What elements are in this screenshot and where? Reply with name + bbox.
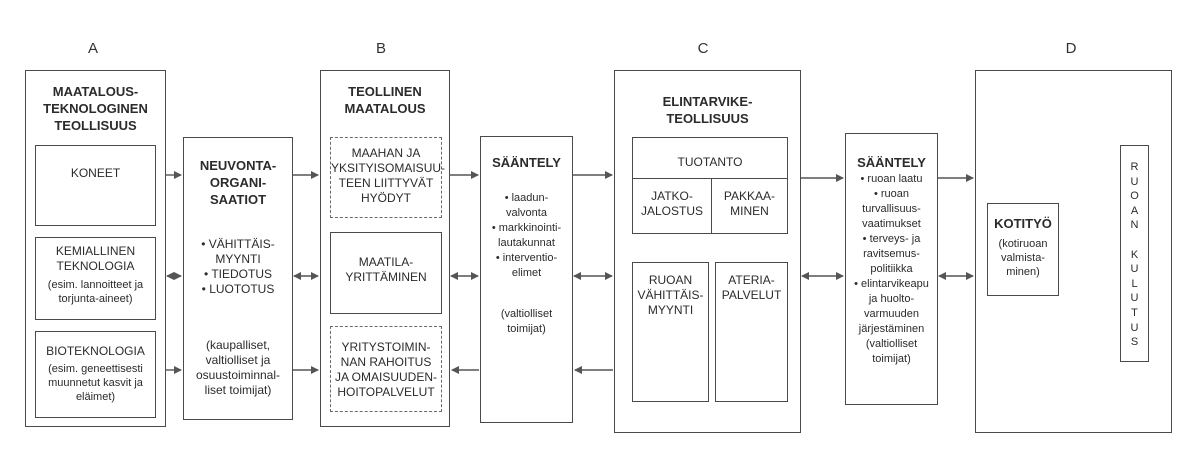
- pakkaaminen-box: PAKKAA- MINEN: [711, 178, 788, 234]
- neuvonta-note: (kaupalliset, valtiolliset ja osuustoimi…: [195, 338, 281, 397]
- column-label-b: B: [375, 40, 386, 57]
- jatkojalostus-label: JATKO- JALOSTUS: [640, 189, 703, 218]
- saantely-2-title: SÄÄNTELY: [857, 155, 926, 170]
- kotityo-box: KOTITYÖ (kotiruoan valmista- minen): [987, 203, 1059, 296]
- vahittaismyynti-label: RUOAN VÄHITTÄIS- MYYNTI: [637, 273, 704, 317]
- neuvonta-box: NEUVONTA- ORGANI- SAATIOT • VÄHITTÄIS- M…: [183, 137, 293, 420]
- column-label-c: C: [697, 40, 709, 57]
- tuotanto-label: TUOTANTO: [677, 155, 743, 169]
- saantely-2-items: • ruoan laatu • ruoan turvallisuus- vaat…: [854, 173, 929, 365]
- column-label-d: D: [1065, 40, 1077, 57]
- neuvonta-items: • VÄHITTÄIS- MYYNTI • TIEDOTUS • LUOTOTU…: [201, 237, 275, 296]
- kotityo-title: KOTITYÖ: [994, 216, 1052, 231]
- neuvonta-title: NEUVONTA- ORGANI- SAATIOT: [199, 158, 277, 207]
- maatila-label: MAATILA- YRITTÄMINEN: [345, 255, 427, 284]
- maahan-box: MAAHAN JA YKSITYISOMAISUU- TEEN LIITTYVÄ…: [330, 137, 446, 218]
- ateriapalvelut-box: ATERIA- PALVELUT: [715, 262, 788, 402]
- saantely-1-items: • laadun- valvonta • markkinointi- lauta…: [491, 192, 562, 279]
- koneet-box: KONEET: [35, 145, 156, 226]
- kemiallinen-teknologia-note: (esim. lannoitteet ja torjunta-aineet): [47, 279, 144, 305]
- maahan-label: MAAHAN JA YKSITYISOMAISUU- TEEN LIITTYVÄ…: [331, 146, 446, 205]
- vahittaismyynti-box: RUOAN VÄHITTÄIS- MYYNTI: [632, 262, 709, 402]
- kulutus-label: R U O A N K U L U T U S: [1130, 161, 1139, 349]
- jatkojalostus-box: JATKO- JALOSTUS: [632, 178, 712, 234]
- bioteknologia-box: BIOTEKNOLOGIA (esim. geneettisesti muunn…: [35, 331, 156, 418]
- bioteknologia-note: (esim. geneettisesti muunnetut kasvit ja…: [48, 363, 143, 403]
- ateriapalvelut-label: ATERIA- PALVELUT: [721, 273, 782, 302]
- kemiallinen-teknologia-label: KEMIALLINEN TEKNOLOGIA: [55, 244, 136, 273]
- yritys-box: YRITYSTOIMIN- NAN RAHOITUS JA OMAISUUDEN…: [330, 326, 442, 412]
- column-c-title: ELINTARVIKE- TEOLLISUUS: [662, 94, 753, 126]
- maatila-box: MAATILA- YRITTÄMINEN: [330, 232, 442, 314]
- saantely-1-title: SÄÄNTELY: [492, 155, 561, 170]
- saantely-2-box: SÄÄNTELY • ruoan laatu • ruoan turvallis…: [845, 133, 938, 405]
- yritys-label: YRITYSTOIMIN- NAN RAHOITUS JA OMAISUUDEN…: [334, 340, 437, 399]
- saantely-1-box: SÄÄNTELY • laadun- valvonta • markkinoin…: [480, 136, 573, 423]
- kemiallinen-teknologia-box: KEMIALLINEN TEKNOLOGIA (esim. lannoittee…: [35, 237, 156, 320]
- bioteknologia-label: BIOTEKNOLOGIA: [46, 344, 145, 358]
- column-a-title: MAATALOUS- TEKNOLOGINEN TEOLLISUUS: [43, 84, 148, 133]
- pakkaaminen-label: PAKKAA- MINEN: [723, 189, 776, 218]
- kotityo-note: (kotiruoan valmista- minen): [998, 238, 1048, 278]
- column-label-a: A: [87, 40, 98, 57]
- saantely-1-note: (valtiolliset toimijat): [500, 308, 553, 335]
- column-b-title: TEOLLINEN MAATALOUS: [344, 84, 426, 116]
- kulutus-box: R U O A N K U L U T U S: [1120, 145, 1149, 362]
- koneet-label: KONEET: [70, 166, 121, 180]
